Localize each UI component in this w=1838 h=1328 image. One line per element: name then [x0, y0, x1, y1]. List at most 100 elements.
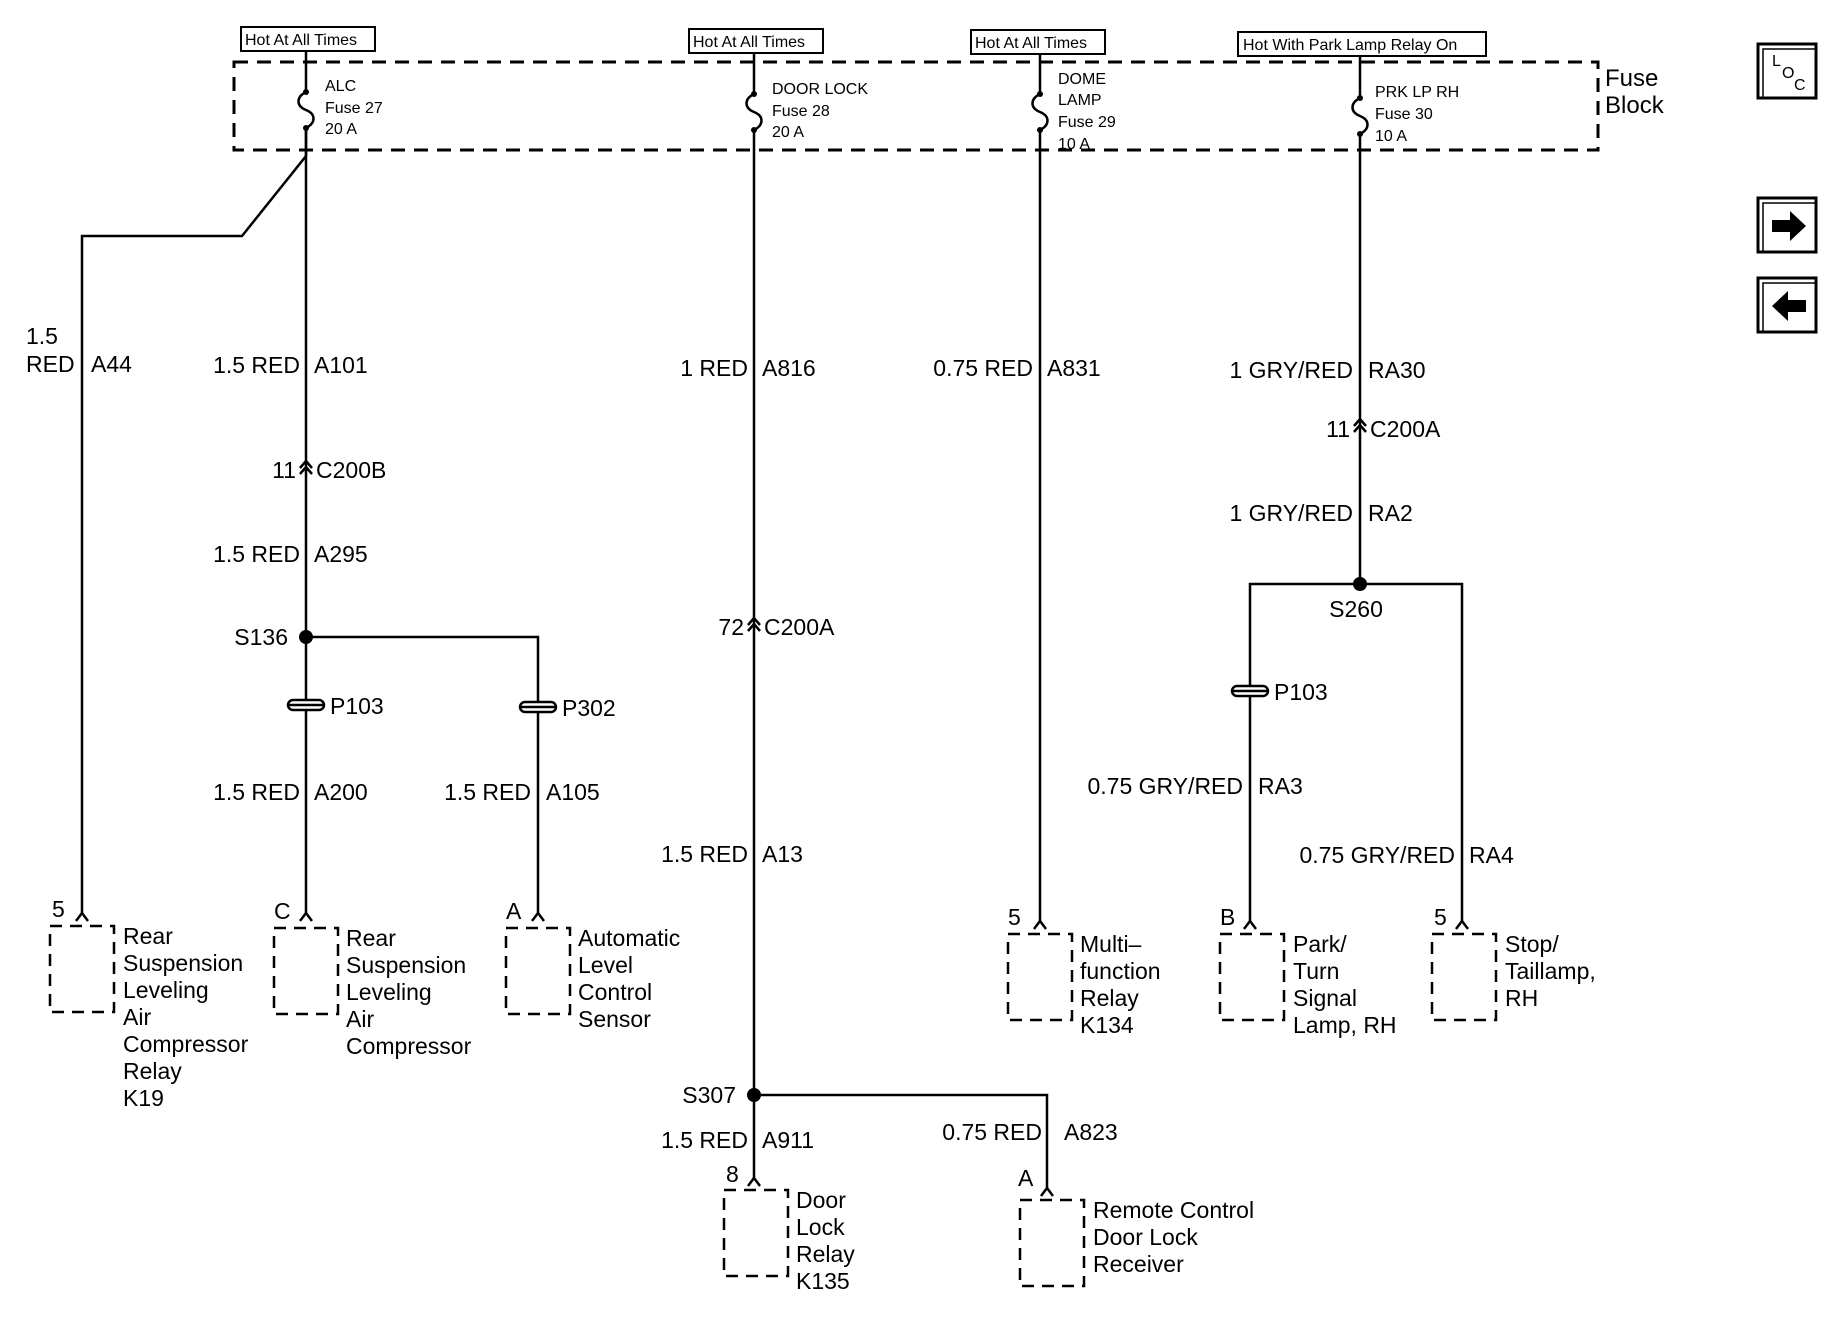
svg-text:11: 11 — [272, 457, 296, 483]
svg-text:function: function — [1080, 958, 1161, 984]
svg-text:PRK LP RH: PRK LP RH — [1375, 84, 1459, 101]
svg-text:C: C — [1794, 77, 1806, 94]
svg-text:1 GRY/RED: 1 GRY/RED — [1229, 500, 1353, 526]
previous-page-button[interactable] — [1756, 276, 1818, 334]
svg-text:Remote Control: Remote Control — [1093, 1197, 1254, 1223]
svg-text:K135: K135 — [796, 1268, 850, 1294]
wire-ra4: 0.75 GRY/RED RA4 — [1299, 582, 1514, 923]
power-source-header-1: Hot At All Times — [240, 26, 376, 52]
svg-text:Stop/: Stop/ — [1505, 931, 1559, 957]
svg-text:A816: A816 — [762, 355, 816, 381]
power-source-header-3: Hot At All Times — [970, 29, 1106, 55]
svg-text:P103: P103 — [1274, 679, 1328, 705]
svg-text:72: 72 — [718, 614, 744, 640]
svg-text:RA2: RA2 — [1368, 500, 1413, 526]
svg-text:Air: Air — [346, 1006, 374, 1032]
wire-a823: 0.75 RED A823 — [754, 1093, 1118, 1190]
svg-text:5: 5 — [52, 896, 65, 922]
svg-text:RH: RH — [1505, 985, 1538, 1011]
svg-text:Level: Level — [578, 952, 633, 978]
svg-text:Door Lock: Door Lock — [1093, 1224, 1198, 1250]
component-park-turn-signal-lamp-rh: B Park/ Turn Signal Lamp, RH — [1218, 904, 1397, 1038]
svg-text:Turn: Turn — [1293, 958, 1339, 984]
fuse-28: DOOR LOCK Fuse 28 20 A — [745, 53, 868, 141]
svg-text:S260: S260 — [1329, 596, 1383, 622]
svg-text:Rear: Rear — [123, 923, 173, 949]
svg-text:1.5 RED: 1.5 RED — [661, 1127, 748, 1153]
fuse-block: Fuse Block — [232, 60, 1665, 152]
svg-text:5: 5 — [1434, 904, 1447, 930]
svg-text:Suspension: Suspension — [346, 952, 466, 978]
svg-text:L: L — [1772, 53, 1781, 70]
wire-a105: 1.5 RED A105 — [306, 635, 600, 915]
wire-a101-a295: 1.5 RED A101 1.5 RED A295 — [213, 128, 368, 637]
component-door-lock-relay-k135: 8 Door Lock Relay K135 — [722, 1161, 855, 1294]
svg-text:Multi–: Multi– — [1080, 931, 1142, 957]
svg-text:10 A: 10 A — [1375, 128, 1407, 145]
svg-text:K19: K19 — [123, 1085, 164, 1111]
component-locator-button[interactable]: L O C — [1756, 42, 1818, 100]
power-source-header-4: Hot With Park Lamp Relay On — [1237, 31, 1487, 57]
next-page-button[interactable] — [1756, 196, 1818, 254]
svg-text:A: A — [1018, 1165, 1034, 1191]
svg-text:20 A: 20 A — [325, 121, 357, 138]
splice-s260: S260 — [1329, 577, 1383, 622]
fuse-block-title: Fuse — [1605, 65, 1658, 92]
component-air-compressor-relay-k19: 5 Rear Suspension Leveling Air Compresso… — [48, 896, 249, 1111]
svg-text:Fuse 30: Fuse 30 — [1375, 106, 1433, 123]
svg-text:Suspension: Suspension — [123, 950, 243, 976]
svg-text:1.5: 1.5 — [26, 323, 58, 349]
svg-text:A200: A200 — [314, 779, 368, 805]
svg-text:C200A: C200A — [764, 614, 835, 640]
svg-text:Compressor: Compressor — [123, 1031, 249, 1057]
component-air-compressor: C Rear Suspension Leveling Air Compresso… — [272, 898, 472, 1059]
svg-text:Fuse 29: Fuse 29 — [1058, 114, 1116, 131]
passthrough-p103-alc: P103 — [286, 693, 384, 719]
svg-text:Leveling: Leveling — [123, 977, 209, 1003]
power-source-header-2: Hot At All Times — [688, 28, 824, 54]
svg-text:A101: A101 — [314, 352, 368, 378]
svg-text:RA4: RA4 — [1469, 842, 1514, 868]
svg-text:A13: A13 — [762, 841, 803, 867]
passthrough-p302: P302 — [518, 695, 616, 721]
svg-text:C200B: C200B — [316, 457, 386, 483]
svg-text:1 RED: 1 RED — [680, 355, 748, 381]
connector-c200a-park-lamp: 11 C200A — [1326, 416, 1441, 442]
svg-text:Fuse 28: Fuse 28 — [772, 103, 830, 120]
fuse-29: DOME LAMP Fuse 29 10 A — [1031, 54, 1116, 153]
svg-text:Park/: Park/ — [1293, 931, 1347, 957]
svg-text:DOOR LOCK: DOOR LOCK — [772, 81, 868, 98]
svg-text:Lock: Lock — [796, 1214, 845, 1240]
svg-text:11: 11 — [1326, 416, 1350, 442]
svg-text:S136: S136 — [234, 624, 288, 650]
component-remote-door-lock-receiver: A Remote Control Door Lock Receiver — [1018, 1165, 1254, 1288]
svg-text:DOME: DOME — [1058, 71, 1106, 88]
svg-text:1.5 RED: 1.5 RED — [213, 541, 300, 567]
svg-text:8: 8 — [726, 1161, 739, 1187]
svg-text:ALC: ALC — [325, 78, 356, 95]
svg-text:Taillamp,: Taillamp, — [1505, 958, 1596, 984]
svg-text:S307: S307 — [682, 1082, 736, 1108]
svg-text:Hot At All Times: Hot At All Times — [245, 32, 357, 49]
fuse-block-title-2: Block — [1605, 92, 1665, 119]
svg-text:B: B — [1220, 904, 1235, 930]
svg-text:RA30: RA30 — [1368, 357, 1426, 383]
svg-text:0.75 RED: 0.75 RED — [933, 355, 1033, 381]
svg-text:A44: A44 — [91, 351, 132, 377]
svg-text:0.75 GRY/RED: 0.75 GRY/RED — [1299, 842, 1455, 868]
svg-text:C: C — [274, 898, 291, 924]
svg-text:Relay: Relay — [796, 1241, 855, 1267]
wire-ra30-ra2: 1 GRY/RED RA30 1 GRY/RED RA2 — [1229, 134, 1426, 584]
svg-text:Relay: Relay — [1080, 985, 1139, 1011]
svg-text:Fuse 27: Fuse 27 — [325, 100, 383, 117]
svg-text:A: A — [506, 898, 522, 924]
component-level-control-sensor: A Automatic Level Control Sensor — [504, 898, 680, 1032]
svg-text:O: O — [1782, 65, 1794, 82]
connector-c200b: 11 C200B — [272, 457, 386, 483]
svg-text:10 A: 10 A — [1058, 136, 1090, 153]
svg-text:Rear: Rear — [346, 925, 396, 951]
svg-text:Relay: Relay — [123, 1058, 182, 1084]
svg-text:Sensor: Sensor — [578, 1006, 651, 1032]
passthrough-p103-park: P103 — [1230, 679, 1328, 705]
svg-text:Signal: Signal — [1293, 985, 1357, 1011]
